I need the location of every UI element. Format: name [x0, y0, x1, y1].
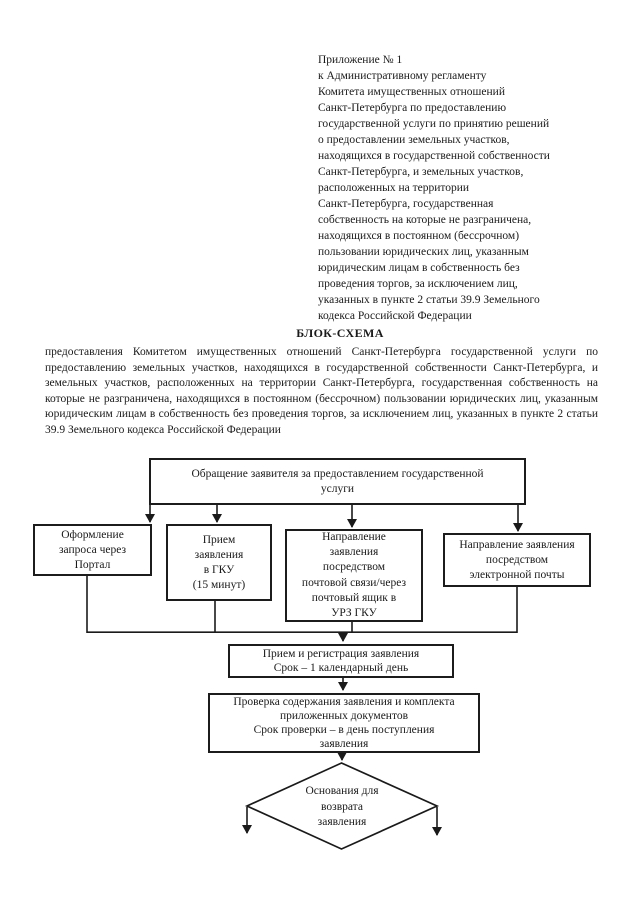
- intro-paragraph: предоставления Комитетом имущественных о…: [45, 346, 598, 436]
- flow-node-portal-request: Оформление запроса через Портал: [33, 524, 152, 576]
- flow-node-email-submission: Направление заявления посредством электр…: [443, 533, 591, 587]
- page-title: БЛОК-СХЕМА: [296, 326, 384, 340]
- flow-node-registration: Прием и регистрация заявления Срок – 1 к…: [228, 644, 454, 678]
- appendix-note: Приложение № 1 к Административному регла…: [318, 54, 550, 322]
- flow-node-postal-submission: Направление заявления посредством почтов…: [285, 529, 423, 622]
- flow-node-gku-reception: Прием заявления в ГКУ (15 минут): [166, 524, 272, 601]
- flow-node-application: Обращение заявителя за предоставлением г…: [149, 458, 526, 505]
- flow-node-verification: Проверка содержания заявления и комплект…: [208, 693, 480, 753]
- flow-node-decision: Основания для возврата заявления: [305, 785, 379, 828]
- decision-diamond-shape: [244, 762, 440, 850]
